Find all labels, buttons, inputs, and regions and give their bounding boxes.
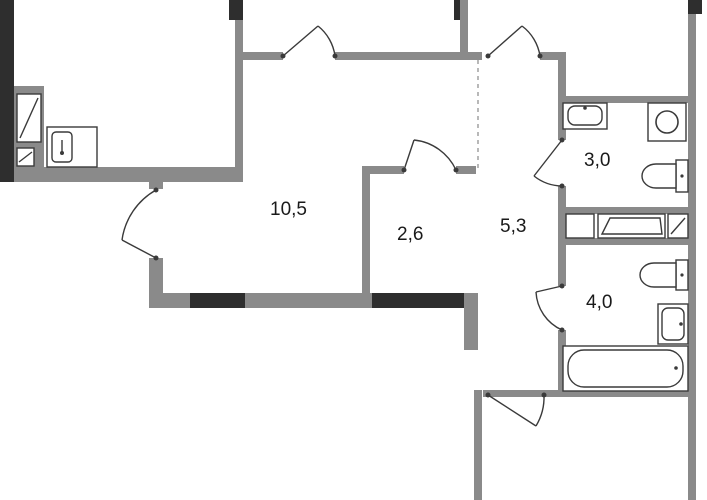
area-labels: 10,5 2,6 5,3 3,0 4,0 [270, 150, 612, 313]
washing-machine-icon [647, 102, 687, 142]
wall-corridor-top-right [540, 52, 566, 60]
wall-closet-top-left [362, 166, 404, 174]
wall-closet-top-right [456, 166, 476, 174]
wall-left-room-right [235, 0, 243, 182]
wall-bath-top [558, 96, 690, 103]
sink-icon [657, 303, 689, 345]
sink-icon [562, 102, 608, 130]
area-label-bathroom-top: 3,0 [584, 150, 610, 171]
wall-hall-left-upper [149, 167, 163, 189]
wall-left-outer-lower [0, 96, 14, 182]
area-label-bathroom-bottom: 4,0 [586, 292, 612, 313]
wall-hall-top-mid [335, 52, 473, 60]
shelf-icon [16, 147, 35, 167]
wall-hall-bottom-dark-2 [372, 293, 478, 308]
wall-corridor-left-lower [464, 293, 478, 350]
wall-bath-bottom [483, 390, 690, 397]
wall-hall-bottom-dark-1 [190, 293, 248, 308]
wall-bath-divider-top [558, 207, 690, 214]
toilet-icon [639, 259, 689, 291]
wall-hall-bottom-mid [245, 293, 375, 308]
door-corridor-top[interactable] [485, 25, 543, 59]
wall-bath-divider-bottom [558, 238, 690, 245]
wall-lower-right-vertical [688, 395, 696, 500]
wall-corridor-right-mid [558, 186, 566, 286]
wall-lower-left-vertical [474, 390, 482, 500]
shelf-icon [565, 213, 689, 239]
area-label-closet: 2,6 [397, 224, 423, 245]
wall-hall-bottom-left [149, 293, 193, 308]
wall-top-stub-1 [229, 0, 243, 20]
door-bathroom-bottom[interactable] [535, 283, 565, 333]
wall-left-room-bottom [14, 167, 243, 182]
bathtub-icon [16, 93, 42, 143]
openings [238, 60, 479, 172]
door-bathroom-top[interactable] [533, 137, 565, 189]
wall-hall-top-left [237, 52, 283, 60]
door-closet[interactable] [401, 139, 459, 173]
area-label-hall: 10,5 [270, 199, 307, 220]
door-corridor-bottom[interactable] [485, 392, 547, 427]
wall-corridor-right-lower [558, 330, 566, 390]
toilet-icon [641, 159, 689, 193]
sink-icon [46, 126, 98, 168]
door-hall-top[interactable] [280, 25, 338, 59]
area-label-corridor: 5,3 [500, 216, 526, 237]
wall-closet-left [362, 166, 370, 296]
wall-upper-vertical [460, 0, 468, 56]
doors [121, 25, 565, 427]
wall-right-outer [688, 14, 696, 500]
bathtub-icon [562, 345, 689, 392]
wall-top-stub-3 [688, 0, 702, 14]
door-hall-left[interactable] [121, 187, 159, 261]
wall-hall-top-right [466, 52, 482, 60]
fixtures [16, 93, 689, 392]
